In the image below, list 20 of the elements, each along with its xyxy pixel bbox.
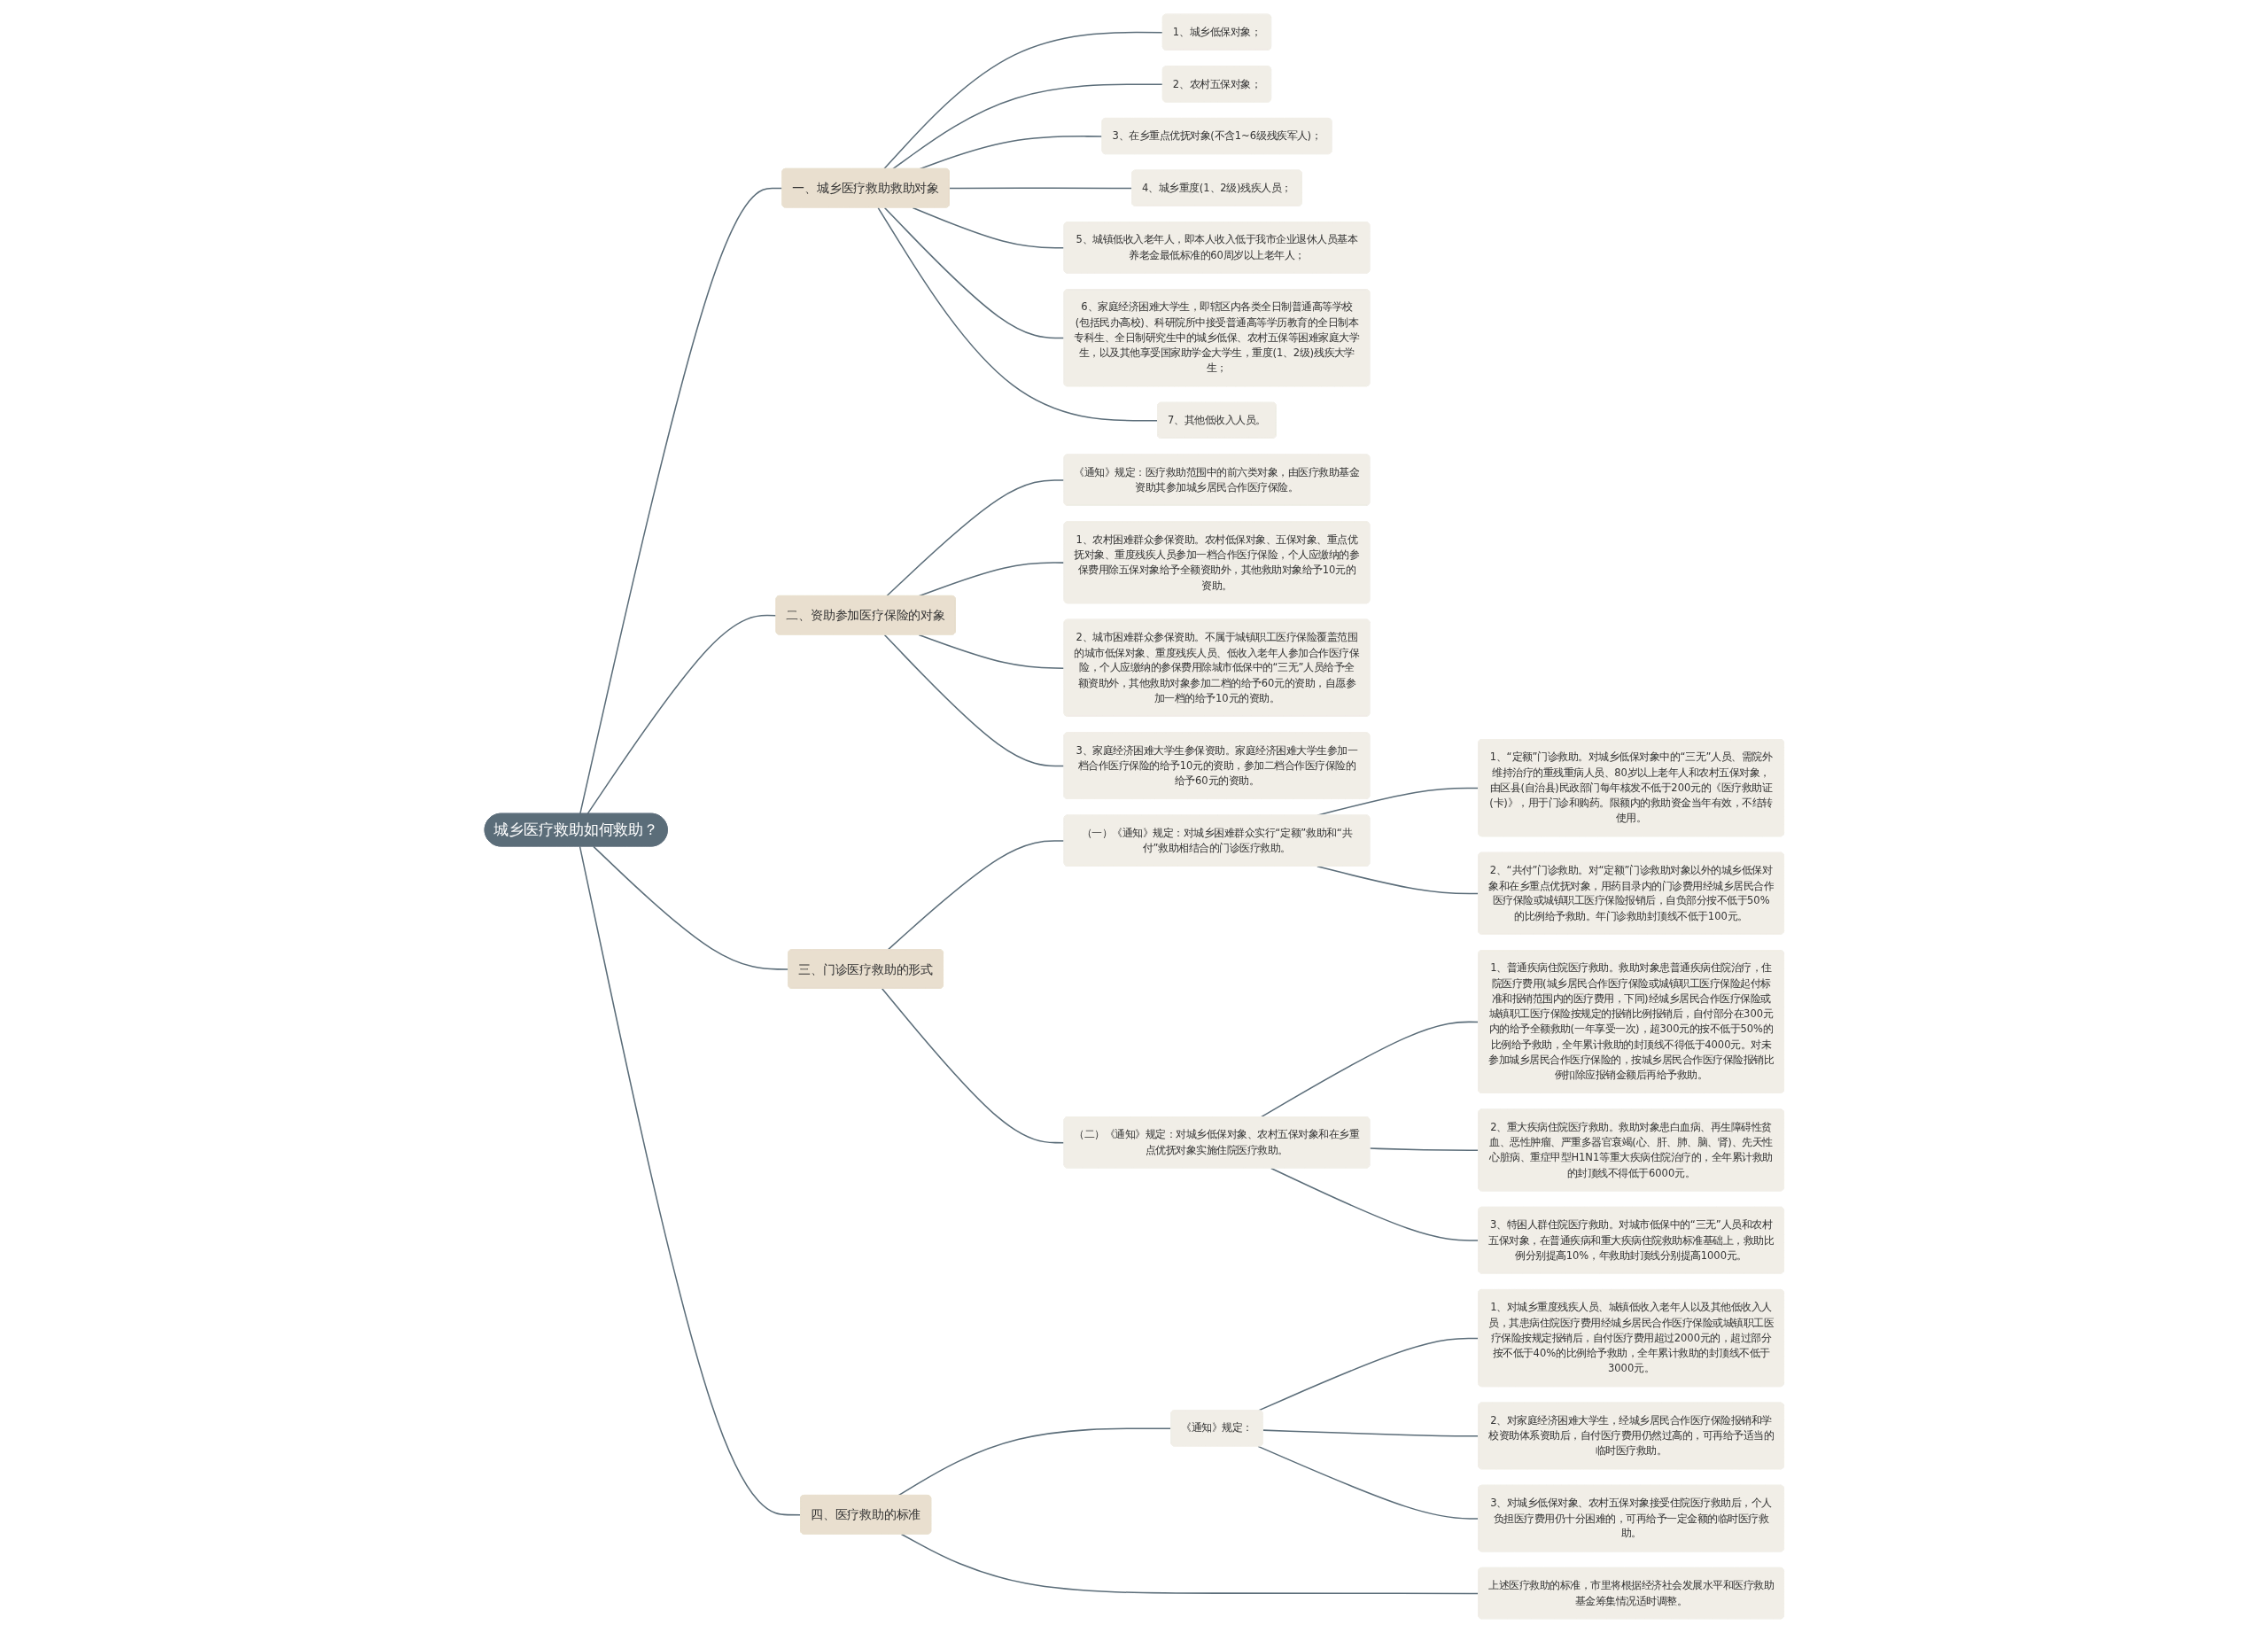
connector	[1260, 1021, 1480, 1118]
connector	[586, 614, 777, 815]
connector	[1369, 1147, 1480, 1152]
connector	[897, 1427, 1172, 1497]
connector	[876, 206, 1159, 422]
connector	[1262, 1429, 1480, 1437]
connector	[900, 1533, 1480, 1595]
connector	[592, 845, 789, 970]
connector	[1256, 1445, 1480, 1520]
connector	[885, 479, 1065, 597]
connector	[1270, 1167, 1480, 1241]
connector	[912, 206, 1065, 249]
connector	[883, 206, 1065, 339]
connector	[886, 840, 1065, 951]
connector	[579, 187, 783, 815]
connector	[948, 187, 1133, 190]
connector	[918, 634, 1065, 669]
connector	[881, 988, 1065, 1144]
connector	[883, 634, 1065, 767]
connector	[579, 845, 802, 1516]
